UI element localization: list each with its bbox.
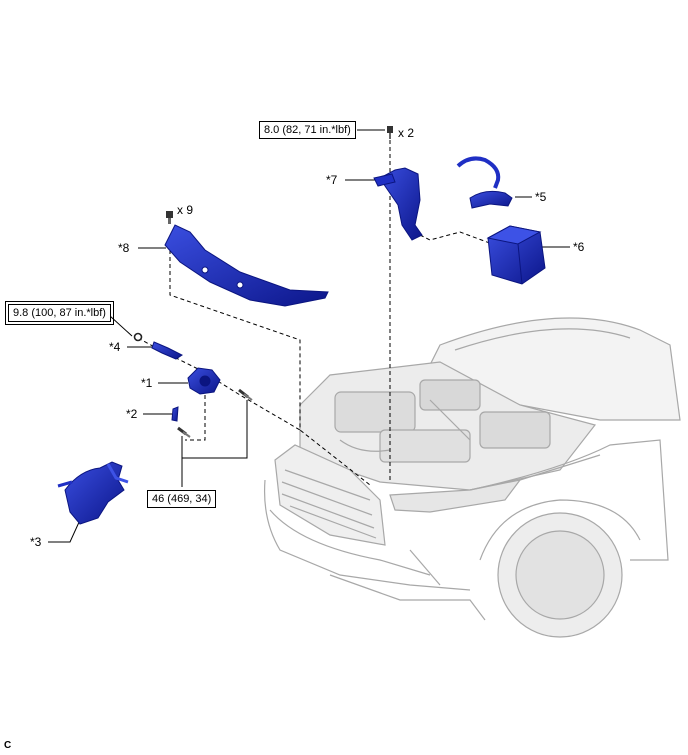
bolt-icon-top: [387, 126, 393, 139]
part-6-box: [486, 225, 546, 285]
part-4-clip: [151, 341, 183, 360]
vehicle-front-illustration: [263, 317, 681, 638]
part-5-hose: [456, 156, 513, 209]
callout-7: *7: [326, 173, 338, 187]
callout-2: *2: [126, 407, 138, 421]
part-3-harness: [57, 461, 129, 525]
figure-code: C: [4, 740, 12, 751]
part-2-clip: [171, 406, 179, 422]
bolt-icon-lower: [177, 426, 191, 438]
fasteners: [133, 126, 393, 438]
bolt-icon-bracket: [166, 211, 173, 224]
callout-5: *5: [535, 190, 547, 204]
callout-3: *3: [30, 535, 42, 549]
callout-4: *4: [109, 340, 121, 354]
part-7-bracket: [373, 167, 423, 241]
callout-1: *1: [141, 376, 153, 390]
quantity-label-top: x 2: [398, 126, 415, 140]
part-8-bracket: [164, 224, 329, 307]
bolt-icon-horn: [238, 388, 253, 401]
nut-icon: [133, 332, 143, 342]
torque-label-bolt: 46 (469, 34): [147, 490, 217, 508]
solid-leaders: [48, 129, 570, 543]
torque-label-top: 8.0 (82, 71 in.*lbf): [259, 121, 356, 139]
quantity-label-bracket: x 9: [177, 203, 194, 217]
part-1-horn: [187, 367, 221, 395]
callout-8: *8: [118, 241, 130, 255]
torque-label-nut: 9.8 (100, 87 in.*lbf): [5, 301, 114, 325]
callout-6: *6: [573, 240, 585, 254]
highlighted-parts: [57, 156, 546, 525]
